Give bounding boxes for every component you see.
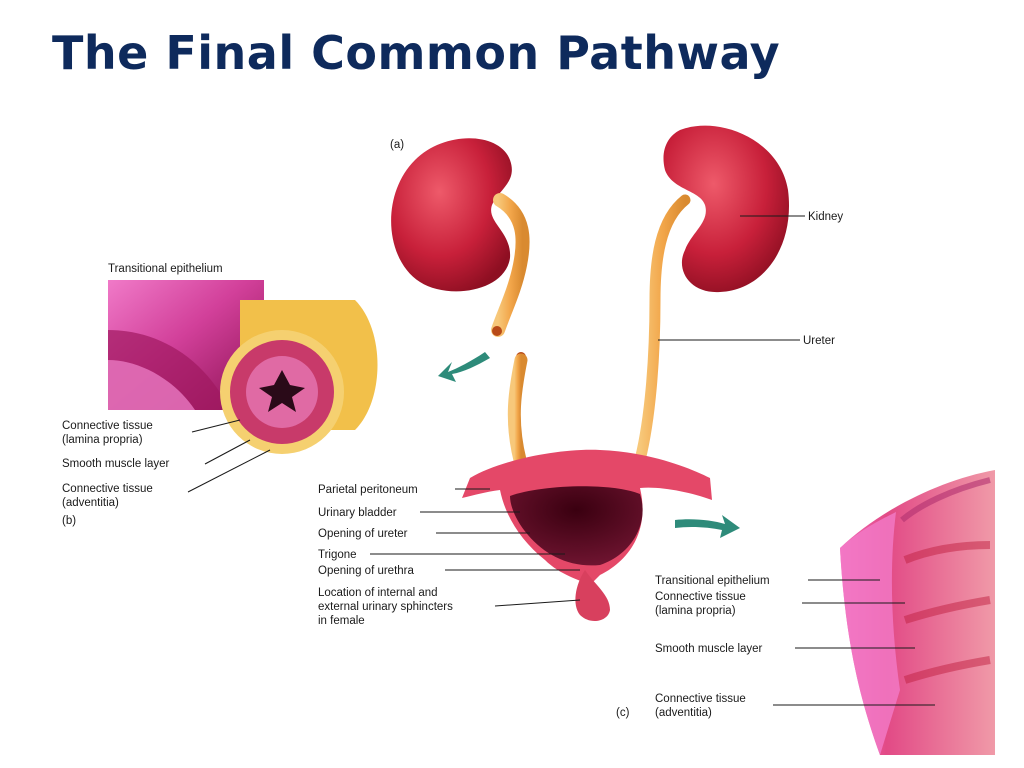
- label-sphincter-3: in female: [318, 615, 365, 627]
- bladder-wall-section: [840, 470, 995, 755]
- left-ureter-lower: [507, 353, 528, 467]
- ureter-cross-section: [220, 300, 378, 454]
- label-sphincter-2: external urinary sphincters: [318, 601, 453, 613]
- teal-arrow-right: [675, 515, 740, 538]
- label-adventitia-c-1: Connective tissue: [655, 693, 746, 705]
- label-sphincter-1: Location of internal and: [318, 587, 438, 599]
- label-connective-tissue-c-2: (lamina propria): [655, 605, 736, 617]
- label-ureter: Ureter: [803, 335, 835, 347]
- label-adventitia-c-2: (adventitia): [655, 707, 712, 719]
- panel-a-label: (a): [390, 139, 404, 151]
- left-ureter-upper: [491, 193, 530, 337]
- label-kidney: Kidney: [808, 211, 843, 223]
- sm-b-leader: [204, 439, 251, 465]
- label-connective-tissue-b-1: Connective tissue: [62, 420, 153, 432]
- right-kidney: [663, 125, 790, 293]
- right-ureter: [634, 194, 691, 466]
- label-opening-ureter: Opening of ureter: [318, 528, 408, 540]
- teal-arrow-left: [438, 352, 490, 382]
- adv-b-leader: [187, 449, 271, 493]
- label-adventitia-b-1: Connective tissue: [62, 483, 153, 495]
- left-ureter-cut: [492, 326, 502, 336]
- panel-c-label: (c): [616, 707, 630, 719]
- label-connective-tissue-b-2: (lamina propria): [62, 434, 143, 446]
- panel-b-label: (b): [62, 515, 76, 527]
- ct-b-leader: [191, 419, 241, 433]
- label-connective-tissue-c-1: Connective tissue: [655, 591, 746, 603]
- page-title: The Final Common Pathway: [52, 26, 781, 80]
- label-transitional-epithelium-b: Transitional epithelium: [108, 263, 223, 275]
- label-smooth-muscle-b: Smooth muscle layer: [62, 458, 170, 470]
- urinary-bladder: [462, 449, 712, 622]
- label-adventitia-b-2: (adventitia): [62, 497, 119, 509]
- label-opening-urethra: Opening of urethra: [318, 565, 415, 577]
- label-transitional-epithelium-c: Transitional epithelium: [655, 575, 770, 587]
- left-kidney: [391, 138, 512, 292]
- label-trigone: Trigone: [318, 549, 357, 561]
- label-urinary-bladder: Urinary bladder: [318, 507, 397, 519]
- sphincter-leader: [494, 599, 581, 607]
- label-smooth-muscle-c: Smooth muscle layer: [655, 643, 763, 655]
- label-parietal-peritoneum: Parietal peritoneum: [318, 484, 418, 496]
